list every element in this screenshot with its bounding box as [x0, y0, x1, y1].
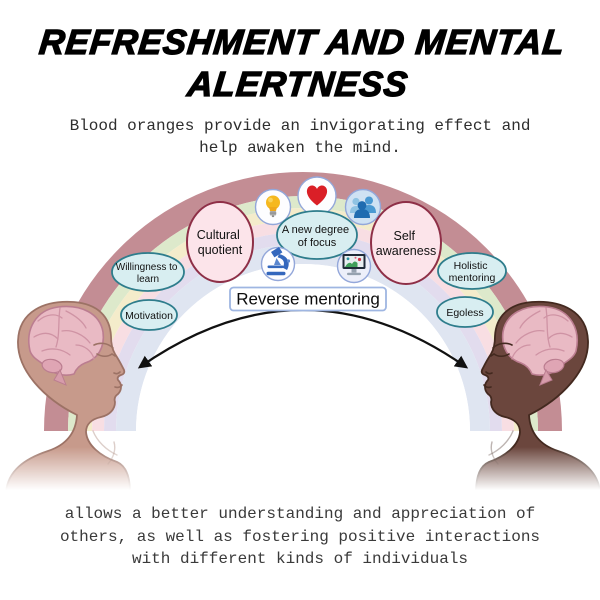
subtitle-line-1: Blood oranges provide an invigorating ef… — [69, 117, 531, 135]
bubble-self-awareness-line2: awareness — [376, 244, 436, 258]
reverse-mentoring-label: Reverse mentoring — [229, 286, 387, 312]
lightbulb-icon — [254, 188, 292, 225]
bottom-fade — [0, 446, 600, 499]
footer-line-2: others, as well as fostering positive in… — [59, 527, 541, 546]
main-title: REFRESHMENT AND MENTAL ALERTNESS — [0, 22, 600, 106]
svg-text:Willingness to learn: Willingness to learn — [116, 262, 180, 285]
bubble-self-awareness-line1: Self — [393, 229, 415, 243]
monitor-icon — [336, 248, 372, 283]
footer-line-1: allows a better understanding and apprec… — [64, 504, 536, 523]
svg-text:Self awareness: Self awareness — [376, 229, 436, 258]
title-line-2: ALERTNESS — [185, 64, 411, 104]
bubble-motivation-line1: Motivation — [125, 310, 173, 322]
svg-text:Holistic mentoring: Holistic mentoring — [449, 260, 496, 284]
title-line-1: REFRESHMENT AND MENTAL — [37, 22, 568, 62]
svg-text:Egoless: Egoless — [446, 307, 483, 319]
bubble-cultural-quotient-line2: quotient — [198, 243, 243, 257]
heart-icon — [297, 176, 337, 216]
reverse-mentoring-text: Reverse mentoring — [236, 289, 380, 308]
bubble-willingness-to-learn: Willingness to learn — [111, 251, 185, 292]
subtitle: Blood oranges provide an invigorating ef… — [0, 115, 600, 160]
svg-text:Motivation: Motivation — [125, 310, 173, 322]
footer-line-3: with different kinds of individuals — [131, 550, 469, 569]
subtitle-line-2: help awaken the mind. — [199, 139, 401, 158]
bubble-holistic-line1: Holistic — [454, 260, 488, 272]
bubble-holistic-line2: mentoring — [449, 272, 496, 284]
bubble-cultural-quotient-line1: Cultural — [197, 228, 240, 242]
bubble-egoless: Egoless — [436, 295, 494, 328]
bubble-focus-line2: of focus — [298, 237, 337, 249]
bubble-holistic-mentoring: Holistic mentoring — [437, 251, 507, 290]
mentoring-diagram: Cultural quotient Self awareness A new d… — [0, 171, 600, 499]
diagram-container: Cultural quotient Self awareness A new d… — [0, 164, 600, 499]
bubble-cultural-quotient: Cultural quotient — [186, 200, 254, 283]
reverse-mentoring-box — [229, 286, 387, 312]
bubble-self-awareness: Self awareness — [370, 200, 442, 285]
bubble-egoless-line1: Egoless — [446, 307, 483, 319]
bubble-new-degree-of-focus: A new degree of focus — [276, 209, 358, 260]
svg-text:A new degree of focus: A new degree of focus — [282, 224, 352, 249]
bubble-willingness-line1: Willingness to — [116, 262, 178, 273]
bubble-willingness-line2: learn — [137, 274, 159, 285]
footer-caption: allows a better understanding and apprec… — [0, 503, 600, 571]
bubble-motivation: Motivation — [120, 298, 178, 331]
bubble-focus-line1: A new degree — [282, 224, 349, 236]
microscope-icon — [260, 246, 296, 281]
people-icon — [344, 188, 382, 225]
svg-text:Cultural quotient: Cultural quotient — [197, 228, 244, 257]
